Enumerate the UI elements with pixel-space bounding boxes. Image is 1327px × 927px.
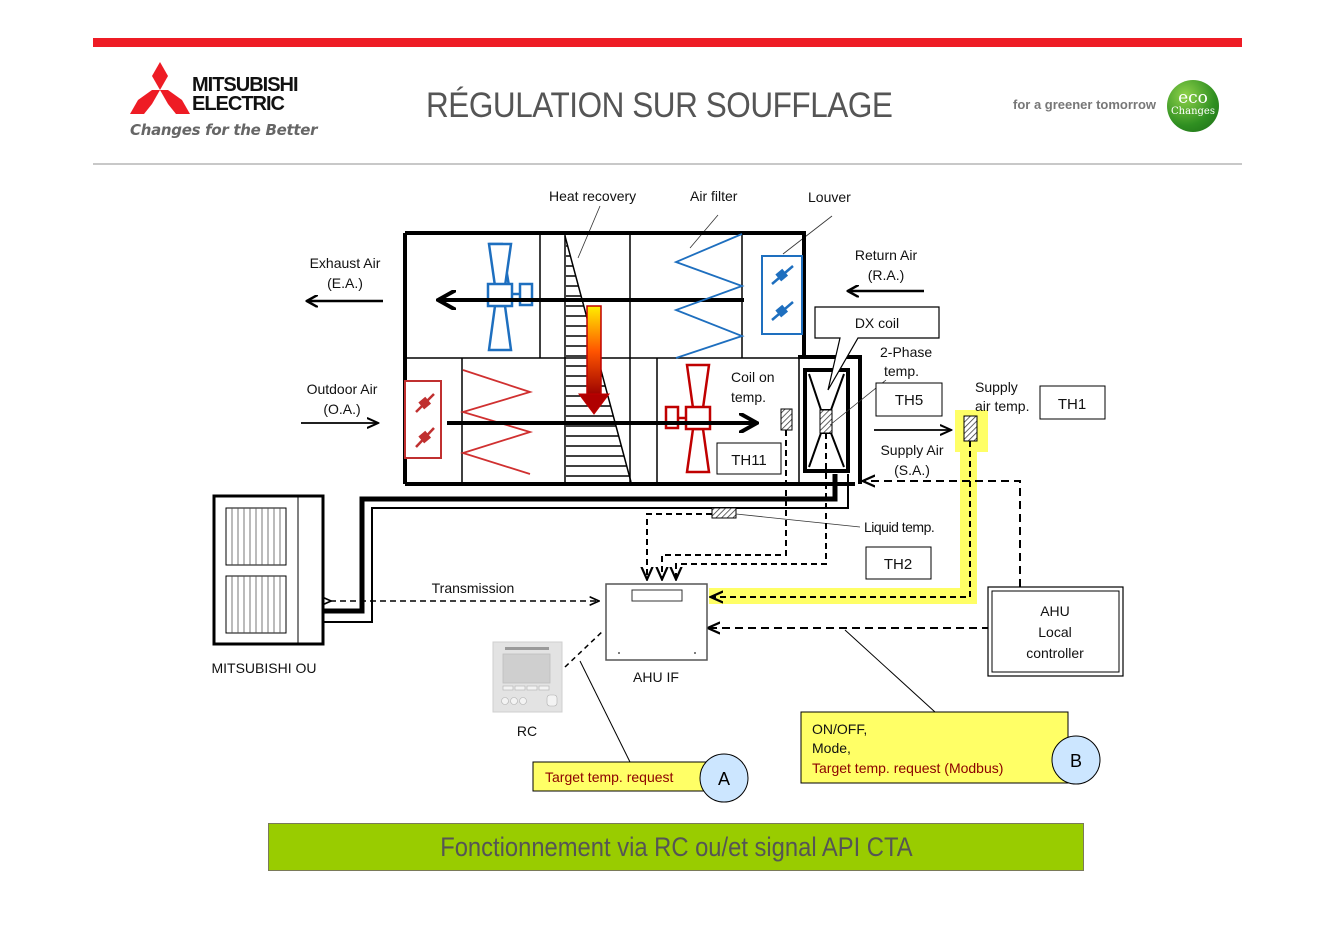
label-return-air-abbr: (R.A.) — [868, 267, 905, 283]
th1-label: TH1 — [1058, 396, 1086, 413]
th1-box — [1039, 385, 1106, 420]
ahu-if-device — [605, 583, 708, 661]
label-two-phase-1: 2-Phase — [880, 344, 932, 360]
header-divider — [93, 163, 1242, 165]
label-ahu-local-3: controller — [1026, 645, 1084, 661]
dx-coil-callout — [814, 306, 940, 391]
liquid-temp-sensor-icon — [711, 507, 737, 519]
supply-fan-icon — [664, 363, 712, 474]
leader-callout-b — [844, 629, 936, 713]
label-two-phase-2: temp. — [884, 363, 919, 379]
return-louver-icon — [761, 255, 803, 335]
callout-a-badge: A — [718, 769, 730, 789]
label-coil-on-2: temp. — [731, 389, 766, 405]
label-exhaust-air: Exhaust Air — [310, 255, 381, 271]
leader-callout-a — [579, 660, 631, 763]
th11-label: TH11 — [731, 452, 767, 469]
remote-controller-icon — [492, 641, 563, 713]
label-rc: RC — [517, 723, 537, 739]
label-ahu-local-1: AHU — [1040, 603, 1070, 619]
callout-a — [532, 753, 749, 803]
ahu-local-controller — [987, 586, 1124, 677]
label-outdoor-air-abbr: (O.A.) — [323, 401, 360, 417]
th5-label: TH5 — [895, 392, 923, 409]
eco-changes-logo-icon: eco Changes — [1167, 80, 1219, 132]
label-transmission: Transmission — [432, 580, 515, 596]
callout-b — [800, 711, 1101, 785]
label-air-filter: Air filter — [690, 188, 738, 204]
brand-line-2: ELECTRIC — [192, 93, 285, 115]
coil-on-sensor-icon — [780, 408, 793, 431]
leader-louver — [782, 215, 833, 255]
label-supply-air-abbr: (S.A.) — [894, 462, 930, 478]
label-dx-coil: DX coil — [855, 315, 899, 331]
refrigerant-piping — [322, 474, 849, 623]
controller-to-ahu-line — [864, 481, 1021, 587]
th5-box — [875, 382, 943, 417]
th2-label: TH2 — [884, 556, 912, 573]
banner-text: Fonctionnement via RC ou/et signal API C… — [439, 832, 913, 862]
label-ahu-local-2: Local — [1038, 624, 1071, 640]
callout-b-line-3: Target temp. request (Modbus) — [812, 760, 1003, 776]
leader-liquid-temp — [735, 513, 861, 528]
tagline: Changes for the Better — [130, 121, 318, 139]
label-coil-on-1: Coil on — [731, 369, 775, 385]
brand-line-1: MITSUBISHI — [192, 74, 299, 96]
exhaust-fan-icon — [486, 242, 534, 352]
label-exhaust-air-abbr: (E.A.) — [327, 275, 363, 291]
page-title: RÉGULATION SUR SOUFFLAGE — [426, 86, 893, 125]
exhaust-filter-icon — [673, 233, 745, 359]
label-return-air: Return Air — [855, 247, 918, 263]
outdoor-louver-icon — [404, 380, 442, 459]
label-liquid-temp: Liquid temp. — [864, 519, 934, 535]
ahu-housing — [403, 231, 862, 486]
rc-link-line — [564, 629, 605, 668]
outdoor-unit-icon — [212, 494, 325, 646]
heat-transfer-arrow-icon — [578, 305, 610, 415]
label-supply-air-temp-1: Supply — [975, 379, 1018, 395]
callout-a-text: Target temp. request — [545, 769, 674, 785]
label-mitsubishi-ou: MITSUBISHI OU — [211, 660, 316, 676]
label-heat-recovery: Heat recovery — [549, 188, 636, 204]
slogan: for a greener tomorrow — [1013, 97, 1157, 112]
label-ahu-if: AHU IF — [633, 669, 679, 685]
label-supply-air: Supply Air — [880, 442, 943, 458]
eco-logo-line-1: eco — [1178, 88, 1208, 108]
supply-air-temp-sensor-icon — [963, 415, 978, 442]
top-red-bar — [93, 38, 1242, 47]
operation-banner: Fonctionnement via RC ou/et signal API C… — [268, 823, 1084, 871]
supply-temp-signal-line — [712, 441, 971, 597]
brand-name: MITSUBISHI ELECTRIC — [192, 74, 299, 115]
sensor-signal-lines — [647, 430, 827, 578]
th2-box — [865, 546, 932, 580]
label-louver: Louver — [808, 189, 851, 205]
label-outdoor-air: Outdoor Air — [307, 381, 378, 397]
eco-logo-line-2: Changes — [1171, 106, 1215, 117]
mitsubishi-logo-icon — [130, 62, 190, 119]
callout-b-badge: B — [1070, 751, 1082, 771]
label-supply-air-temp-2: air temp. — [975, 398, 1029, 414]
callout-b-line-1: ON/OFF, — [812, 721, 867, 737]
th11-box — [716, 442, 782, 475]
callout-b-line-2: Mode, — [812, 740, 851, 756]
